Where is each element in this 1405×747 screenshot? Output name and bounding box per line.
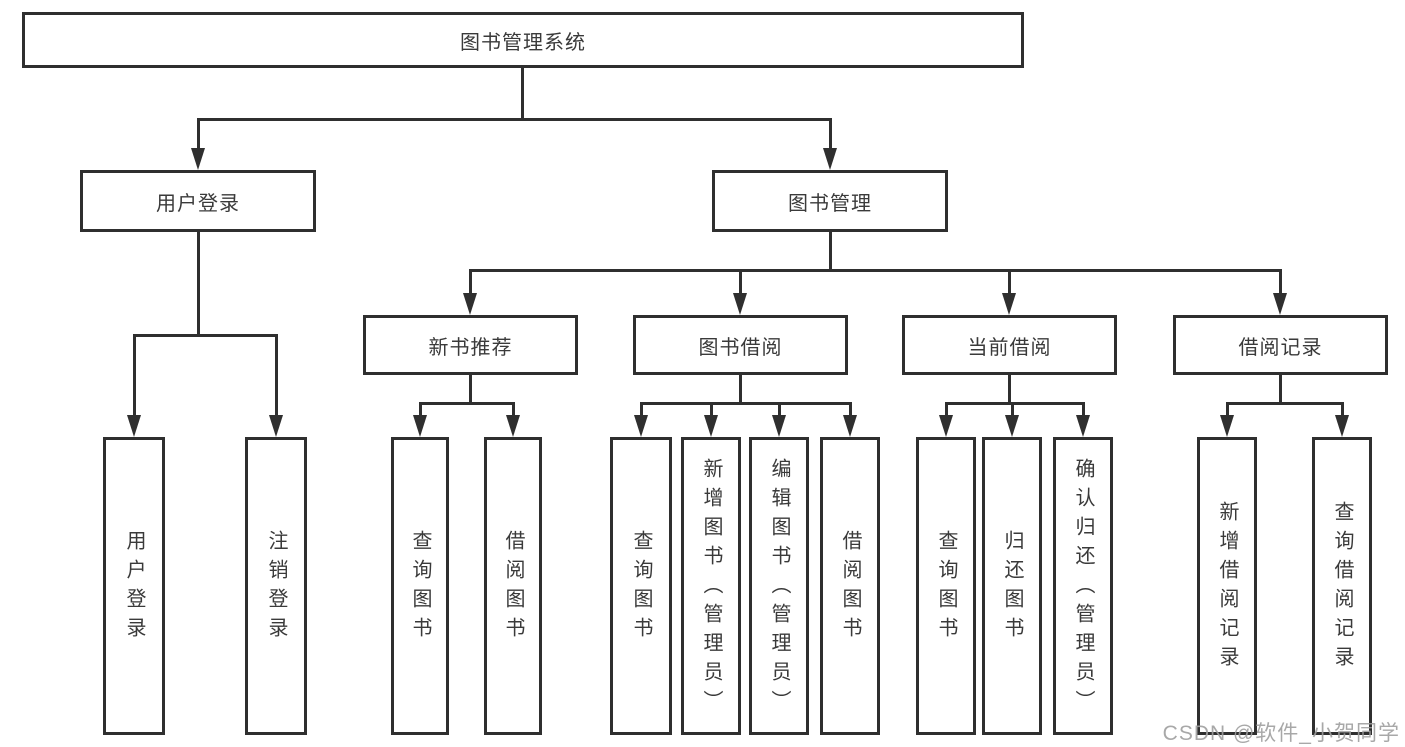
connector-drop-leaf-user-login xyxy=(133,334,136,417)
leaf-logout: 注销登录 xyxy=(245,437,307,735)
leaf-query-books-recommend: 查询图书 xyxy=(391,437,449,735)
arrowhead-query-books-current xyxy=(939,415,953,437)
node-library-management-system: 图书管理系统 xyxy=(22,12,1024,68)
connector-drop-query-books-borrowing xyxy=(640,402,643,417)
leaf-query-books-borrowing: 查询图书 xyxy=(610,437,672,735)
arrowhead-borrowing-records xyxy=(1273,293,1287,315)
arrowhead-leaf-user-login xyxy=(127,415,141,437)
connector-current-borrowing-rail xyxy=(945,402,1084,405)
connector-borrowing-records-stem xyxy=(1279,373,1282,405)
node-book-borrowing: 图书借阅 xyxy=(633,315,848,375)
connector-drop-book-borrowing xyxy=(739,269,742,296)
connector-drop-leaf-logout xyxy=(275,334,278,417)
node-new-book-recommendation: 新书推荐 xyxy=(363,315,578,375)
leaf-borrow-books-recommend: 借阅图书 xyxy=(484,437,542,735)
connector-drop-add-borrow-record xyxy=(1226,402,1229,417)
arrowhead-query-books-recommend xyxy=(413,415,427,437)
arrowhead-confirm-return xyxy=(1076,415,1090,437)
arrowhead-leaf-logout xyxy=(269,415,283,437)
connector-current-borrowing-stem xyxy=(1008,373,1011,405)
leaf-query-borrow-record: 查询借阅记录 xyxy=(1312,437,1372,735)
connector-user-login-rail xyxy=(133,334,278,337)
arrowhead-current-borrowing xyxy=(1002,293,1016,315)
connector-drop-query-borrow-record xyxy=(1341,402,1344,417)
connector-borrowing-records-rail xyxy=(1226,402,1343,405)
csdn-watermark: CSDN @软件_小贺同学 xyxy=(1162,722,1400,745)
arrowhead-book-management xyxy=(823,148,837,170)
leaf-add-borrow-record: 新增借阅记录 xyxy=(1197,437,1257,735)
connector-level2-rail xyxy=(197,118,832,121)
arrowhead-borrow-books-borrowing xyxy=(843,415,857,437)
connector-book-management-stem xyxy=(829,231,832,272)
arrowhead-edit-books-admin xyxy=(772,415,786,437)
connector-drop-borrow-books-recommend xyxy=(512,402,515,417)
arrowhead-query-borrow-record xyxy=(1335,415,1349,437)
connector-drop-new-book xyxy=(469,269,472,296)
connector-drop-confirm-return xyxy=(1082,402,1085,417)
arrowhead-add-books-admin xyxy=(704,415,718,437)
connector-drop-book-management xyxy=(829,118,832,151)
leaf-confirm-return-admin: 确认归还（管理员） xyxy=(1053,437,1113,735)
connector-drop-user-login xyxy=(197,118,200,151)
connector-drop-query-books-current xyxy=(945,402,948,417)
arrowhead-new-book xyxy=(463,293,477,315)
connector-drop-borrow-books-borrowing xyxy=(849,402,852,417)
connector-root-stem xyxy=(521,67,524,121)
connector-drop-query-books-recommend xyxy=(419,402,422,417)
node-borrowing-records: 借阅记录 xyxy=(1173,315,1388,375)
connector-drop-current-borrowing xyxy=(1008,269,1011,296)
connector-new-book-rail xyxy=(419,402,515,405)
connector-new-book-stem xyxy=(469,373,472,405)
node-user-login: 用户登录 xyxy=(80,170,316,232)
connector-book-borrowing-stem xyxy=(739,373,742,405)
arrowhead-return-books xyxy=(1005,415,1019,437)
connector-drop-edit-books-admin xyxy=(778,402,781,417)
arrowhead-book-borrowing xyxy=(733,293,747,315)
arrowhead-add-borrow-record xyxy=(1220,415,1234,437)
connector-level3-rail xyxy=(469,269,1282,272)
connector-drop-return-books xyxy=(1011,402,1014,417)
leaf-return-books: 归还图书 xyxy=(982,437,1042,735)
connector-drop-add-books-admin xyxy=(710,402,713,417)
arrowhead-query-books-borrowing xyxy=(634,415,648,437)
leaf-add-books-admin: 新增图书（管理员） xyxy=(681,437,741,735)
leaf-borrow-books-borrowing: 借阅图书 xyxy=(820,437,880,735)
node-current-borrowing: 当前借阅 xyxy=(902,315,1117,375)
leaf-user-login: 用户登录 xyxy=(103,437,165,735)
leaf-query-books-current: 查询图书 xyxy=(916,437,976,735)
node-book-management: 图书管理 xyxy=(712,170,948,232)
arrowhead-user-login xyxy=(191,148,205,170)
arrowhead-borrow-books-recommend xyxy=(506,415,520,437)
connector-user-login-stem xyxy=(197,231,200,337)
leaf-edit-books-admin: 编辑图书（管理员） xyxy=(749,437,809,735)
connector-book-borrowing-rail xyxy=(640,402,851,405)
connector-drop-borrowing-records xyxy=(1279,269,1282,296)
